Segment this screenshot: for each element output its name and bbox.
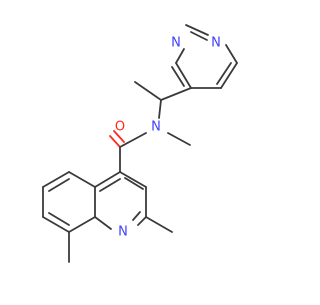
carbonyl-double-bond [113, 130, 125, 143]
bond [137, 216, 147, 226]
bond [134, 81, 162, 101]
bond [48, 212, 70, 226]
molecule-canvas: N N N O N [42, 24, 238, 263]
atom-label-o: O [115, 120, 125, 135]
bond [42, 216, 70, 233]
bond [145, 216, 173, 233]
quinoline-ring [42, 171, 147, 233]
bond [42, 171, 70, 188]
amide-group [109, 130, 191, 173]
bond [216, 62, 232, 85]
bond [220, 62, 238, 89]
pyrimidine-ring [171, 24, 238, 89]
bond [185, 24, 209, 36]
bond [48, 178, 70, 192]
carbonyl-double-bond [109, 135, 121, 148]
atom-label-n: N [211, 36, 221, 51]
atom-label-n: N [171, 36, 181, 51]
chemical-structure-diagram: N N N O N [42, 24, 238, 263]
bond [160, 87, 192, 101]
bond [158, 99, 162, 119]
atom-label-n: N [118, 225, 128, 240]
ethyl-linker [134, 81, 192, 119]
bond [167, 132, 191, 146]
quinoline-methyls [68, 216, 173, 263]
bond [94, 171, 121, 188]
bond [68, 171, 96, 188]
bond [171, 66, 185, 87]
bond [175, 48, 185, 64]
bond [94, 216, 112, 230]
bond [119, 171, 147, 188]
bond [175, 62, 192, 89]
bond [124, 177, 144, 190]
bond [68, 216, 96, 233]
bond [99, 178, 121, 192]
bond [132, 211, 141, 221]
bond [119, 132, 147, 148]
bond [190, 31, 208, 41]
atom-label-n: N [151, 120, 161, 135]
bond [225, 44, 238, 64]
